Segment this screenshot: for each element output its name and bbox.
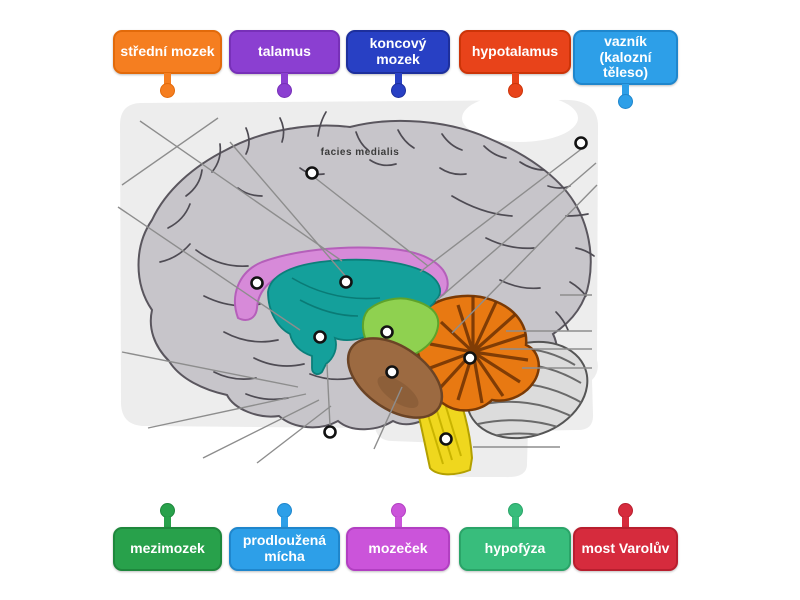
pin-stem bbox=[622, 84, 629, 96]
pin-stem bbox=[164, 73, 171, 84]
pin-stem bbox=[394, 73, 402, 84]
answer-label-box[interactable]: most Varolův bbox=[573, 527, 678, 571]
target-marker-7[interactable] bbox=[463, 351, 477, 365]
pin-stem bbox=[164, 517, 171, 528]
target-marker-9[interactable] bbox=[323, 425, 337, 439]
answer-label-box[interactable]: vazník (kalozní těleso) bbox=[573, 30, 678, 86]
pin-dot bbox=[390, 83, 406, 98]
answer-label-text: střední mozek bbox=[120, 43, 215, 60]
answer-label-text: vazník (kalozní těleso) bbox=[599, 33, 652, 81]
pin-dot bbox=[618, 94, 633, 110]
answer-label-box[interactable]: hypotalamus bbox=[459, 30, 571, 74]
pin-stem bbox=[511, 73, 519, 84]
target-marker-1[interactable] bbox=[305, 166, 319, 180]
answer-label-box[interactable]: prodloužená mícha bbox=[229, 527, 340, 571]
target-marker-2[interactable] bbox=[574, 136, 588, 150]
target-marker-5[interactable] bbox=[313, 330, 327, 344]
pin-dot bbox=[507, 503, 523, 518]
pin-stem bbox=[394, 517, 402, 528]
target-marker-4[interactable] bbox=[339, 275, 353, 289]
answer-label-box[interactable]: střední mozek bbox=[113, 30, 222, 74]
answer-label-text: hypotalamus bbox=[471, 43, 559, 60]
answer-label[interactable]: hypotalamus bbox=[459, 30, 571, 98]
answer-label[interactable]: koncový mozek bbox=[346, 30, 450, 98]
pin-dot bbox=[390, 503, 406, 518]
answer-label-text: mozeček bbox=[368, 540, 428, 557]
pin-stem bbox=[281, 517, 288, 528]
scan-white-patch bbox=[462, 94, 578, 142]
answer-label-box[interactable]: mozeček bbox=[346, 527, 450, 571]
answer-label-text: talamus bbox=[258, 43, 311, 60]
answer-label[interactable]: prodloužená mícha bbox=[229, 503, 340, 571]
pin-dot bbox=[507, 83, 523, 98]
answer-label[interactable]: hypofýza bbox=[459, 503, 571, 571]
answer-label[interactable]: talamus bbox=[229, 30, 340, 98]
target-marker-8[interactable] bbox=[385, 365, 399, 379]
answer-label-text: koncový mozek bbox=[369, 35, 427, 67]
target-marker-3[interactable] bbox=[250, 276, 264, 290]
pin-dot bbox=[277, 83, 292, 98]
answer-label-box[interactable]: mezimozek bbox=[113, 527, 222, 571]
target-markers bbox=[250, 136, 588, 446]
target-marker-6[interactable] bbox=[380, 325, 394, 339]
pin-dot bbox=[160, 503, 175, 518]
answer-label-box[interactable]: hypofýza bbox=[459, 527, 571, 571]
answer-label[interactable]: most Varolův bbox=[573, 503, 678, 571]
pin-dot bbox=[160, 83, 175, 98]
answer-label-box[interactable]: talamus bbox=[229, 30, 340, 74]
answer-label[interactable]: mozeček bbox=[346, 503, 450, 571]
answer-label-box[interactable]: koncový mozek bbox=[346, 30, 450, 74]
answer-label-text: prodloužená mícha bbox=[242, 532, 327, 564]
answer-label[interactable]: střední mozek bbox=[113, 30, 222, 98]
answer-label[interactable]: vazník (kalozní těleso) bbox=[573, 30, 678, 110]
pin-dot bbox=[618, 503, 633, 518]
answer-label-text: hypofýza bbox=[484, 540, 546, 557]
pointer-lines bbox=[117, 117, 598, 464]
answer-label-text: most Varolův bbox=[581, 540, 670, 557]
answer-label-text: mezimozek bbox=[130, 540, 205, 557]
target-marker-10[interactable] bbox=[439, 432, 453, 446]
region-cerebellum bbox=[415, 294, 540, 412]
pin-stem bbox=[281, 73, 288, 84]
pin-stem bbox=[511, 517, 519, 528]
diagram-caption: facies medialis bbox=[321, 147, 400, 158]
pin-dot bbox=[277, 503, 292, 518]
answer-label[interactable]: mezimozek bbox=[113, 503, 222, 571]
pin-stem bbox=[622, 517, 629, 528]
